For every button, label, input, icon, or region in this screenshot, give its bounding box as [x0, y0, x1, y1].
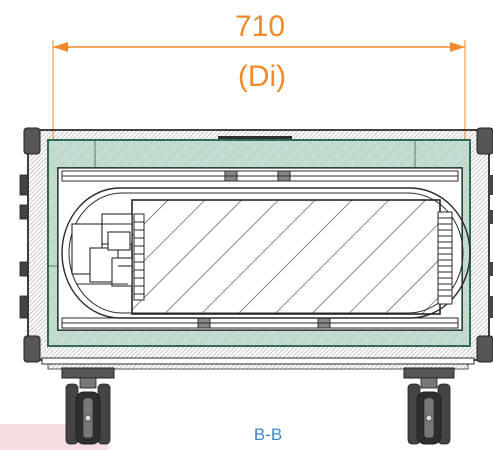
right-fins — [437, 211, 453, 305]
left-fins — [133, 213, 145, 301]
section-label: B-B — [254, 425, 282, 444]
bottom-rail — [61, 317, 459, 329]
dimension-sublabel: (Di) — [238, 60, 286, 93]
caster-wheel-icon — [61, 367, 115, 445]
caster-wheel-icon — [403, 367, 455, 445]
dimension-value: 710 — [235, 10, 285, 43]
top-rail — [61, 170, 459, 182]
dimension-arrow-left — [53, 42, 68, 52]
main-component — [131, 199, 441, 315]
case-base — [41, 357, 475, 370]
cable-loop — [61, 187, 471, 319]
connector-blocks — [71, 213, 133, 287]
dimension-arrow-right — [450, 42, 465, 52]
